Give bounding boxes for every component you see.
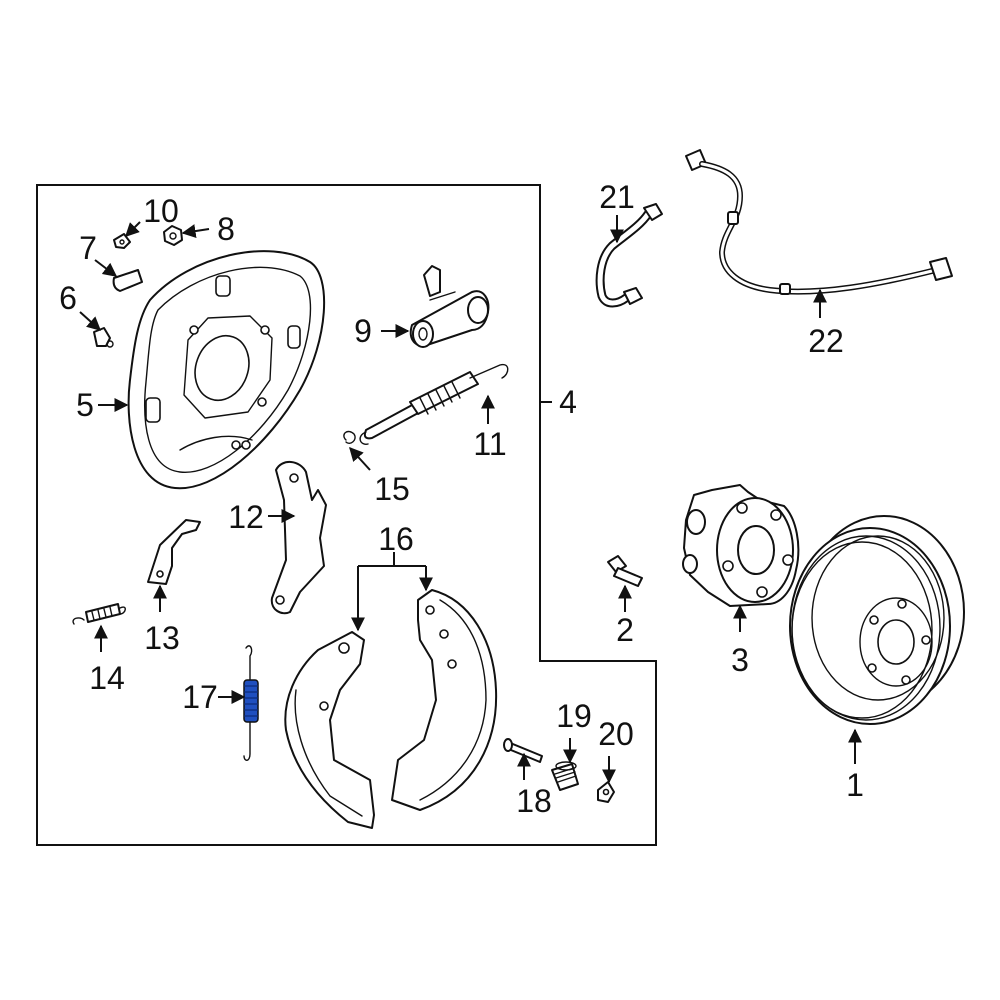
hub-bolt-part[interactable] [607, 555, 643, 587]
bleeder-cap-part[interactable] [112, 269, 143, 292]
bleeder-screw-part[interactable] [93, 327, 114, 348]
callout-10: 10 [143, 193, 179, 229]
leader-6 [79, 311, 102, 331]
assembly-4-outline [36, 184, 657, 846]
brake-drum-part[interactable] [789, 515, 965, 725]
callout-15: 15 [374, 471, 410, 507]
callout-18: 18 [516, 783, 552, 819]
callout-21: 21 [599, 179, 635, 215]
brake-shoe-rear-part[interactable] [391, 589, 498, 811]
clip-part-15[interactable] [343, 430, 356, 444]
callout-17: 17 [182, 679, 218, 715]
hold-down-spring-part[interactable] [551, 761, 579, 791]
nut-part-8[interactable] [163, 225, 183, 246]
callout-1: 1 [846, 767, 864, 803]
callout-16: 16 [378, 521, 414, 557]
callout-14: 14 [89, 660, 125, 696]
callout-7: 7 [79, 230, 97, 266]
callout-8: 8 [217, 211, 235, 247]
callout-13: 13 [144, 620, 180, 656]
callout-20: 20 [598, 716, 634, 752]
hold-down-pin-part[interactable] [503, 738, 543, 763]
callout-11: 11 [473, 426, 506, 462]
callout-22: 22 [808, 323, 844, 359]
return-spring-part[interactable] [243, 645, 259, 761]
callout-4: 4 [559, 384, 577, 420]
retainer-part[interactable] [597, 781, 615, 803]
bolt-part-10[interactable] [113, 233, 131, 249]
leader-15 [349, 446, 371, 471]
brake-hose-part[interactable] [595, 203, 663, 308]
backing-plate-part[interactable] [127, 250, 326, 490]
wheel-cylinder-part[interactable] [409, 265, 490, 348]
callout-9: 9 [354, 313, 372, 349]
callout-2: 2 [616, 612, 634, 648]
brake-shoe-front-part[interactable] [284, 631, 375, 829]
callout-3: 3 [731, 642, 749, 678]
strut-part-13[interactable] [147, 519, 201, 585]
parking-lever-part[interactable] [270, 461, 327, 615]
spring-part-14[interactable] [72, 603, 126, 625]
callout-5: 5 [76, 387, 94, 423]
leader-7 [94, 259, 118, 277]
hub-bearing-part[interactable] [682, 484, 800, 607]
abs-sensor-part[interactable] [685, 149, 953, 295]
leader-16 [358, 552, 426, 567]
callout-6: 6 [59, 280, 77, 316]
adjuster-assembly-part[interactable] [359, 363, 509, 445]
leader-10 [125, 221, 141, 237]
callout-19: 19 [556, 698, 592, 734]
callout-12: 12 [228, 499, 264, 535]
leader-8 [181, 224, 210, 239]
